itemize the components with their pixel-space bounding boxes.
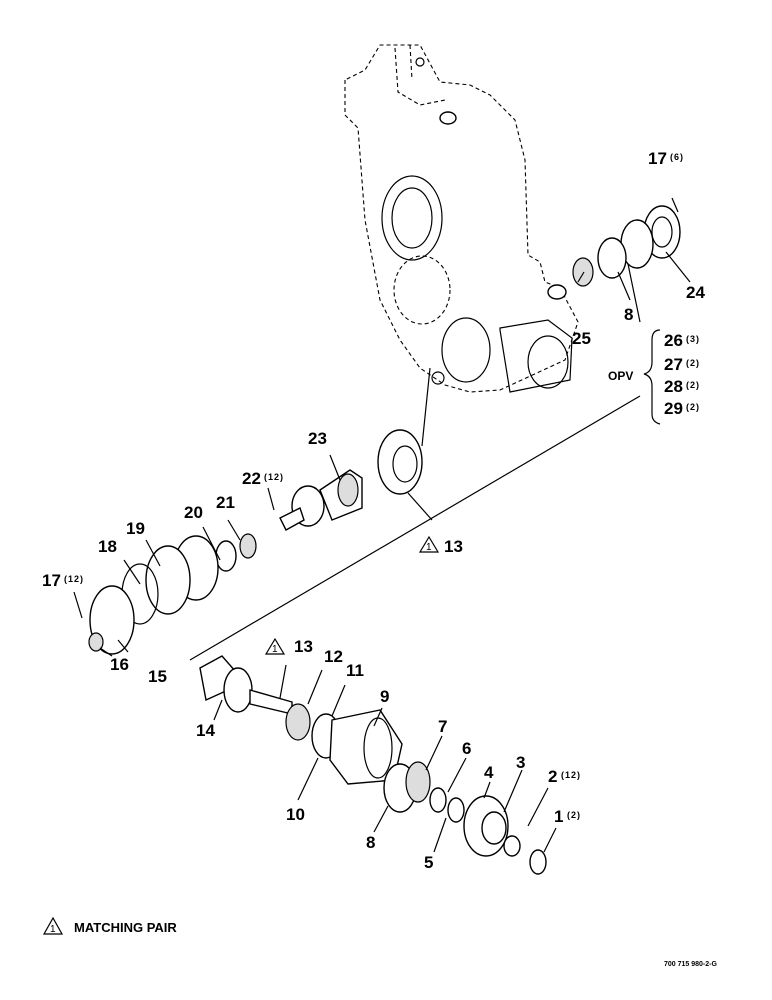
callout-27: 27 xyxy=(664,355,683,374)
callout-26-qty: (3) xyxy=(686,334,700,344)
matching-pair-mark-lower: 1 xyxy=(264,637,286,655)
callout-8-upper: 8 xyxy=(624,305,633,324)
opv-bracket xyxy=(643,329,661,425)
lower-shaft-assembly xyxy=(199,655,547,875)
callout-29-qty: (2) xyxy=(686,402,700,412)
callout-20: 20 xyxy=(184,503,203,522)
callout-16: 16 xyxy=(110,655,129,674)
callout-19: 19 xyxy=(126,519,145,538)
triangle-number: 1 xyxy=(426,542,432,553)
callout-29: 29 xyxy=(664,399,683,418)
callout-6: 6 xyxy=(462,739,471,758)
document-number: 700 715 980-2-G xyxy=(664,961,717,968)
legend-mark: 1 xyxy=(50,924,56,935)
callout-labels: 1 (2) 2 (12) 3 4 5 6 7 8 8 9 10 11 12 13… xyxy=(42,149,705,872)
legend-text: MATCHING PAIR xyxy=(74,920,177,935)
callout-28: 28 xyxy=(664,377,683,396)
callout-17-left-qty: (12) xyxy=(64,574,84,584)
callout-2: 2 xyxy=(548,767,557,786)
callout-22-qty: (12) xyxy=(264,472,284,482)
matching-pair-mark-upper: 1 xyxy=(418,535,440,553)
alignment-lines xyxy=(73,251,691,853)
callout-17-right-qty: (6) xyxy=(670,152,684,162)
callout-22: 22 xyxy=(242,469,261,488)
callout-1: 1 xyxy=(554,807,563,826)
opv-label: OPV xyxy=(608,369,633,383)
callout-21: 21 xyxy=(216,493,235,512)
callout-13-lower: 13 xyxy=(294,637,313,656)
callout-14: 14 xyxy=(196,721,215,740)
callout-17-left: 17 xyxy=(42,571,61,590)
callout-5: 5 xyxy=(424,853,433,872)
upper-shaft-assembly xyxy=(215,429,423,572)
callout-15: 15 xyxy=(148,667,167,686)
callout-9: 9 xyxy=(380,687,389,706)
callout-11: 11 xyxy=(346,661,364,680)
callout-8-lower: 8 xyxy=(366,833,375,852)
callout-4: 4 xyxy=(484,763,494,782)
callout-24: 24 xyxy=(686,283,705,302)
callout-23: 23 xyxy=(308,429,327,448)
left-seal-stack xyxy=(88,535,219,655)
callout-25: 25 xyxy=(572,329,591,348)
right-cover-assembly xyxy=(572,197,681,287)
callout-28-qty: (2) xyxy=(686,380,700,390)
callout-26: 26 xyxy=(664,331,683,350)
gearbox-housing xyxy=(344,44,579,393)
legend: 1 MATCHING PAIR xyxy=(42,916,177,935)
callout-10: 10 xyxy=(286,805,305,824)
callout-3: 3 xyxy=(516,753,525,772)
callout-27-qty: (2) xyxy=(686,358,700,368)
callout-7: 7 xyxy=(438,717,447,736)
callout-1-qty: (2) xyxy=(567,810,581,820)
callout-18: 18 xyxy=(98,537,117,556)
callout-17-right: 17 xyxy=(648,149,667,168)
callout-12: 12 xyxy=(324,647,343,666)
triangle-number: 1 xyxy=(272,644,278,655)
callout-13-upper: 13 xyxy=(444,537,463,556)
callout-2-qty: (12) xyxy=(561,770,581,780)
